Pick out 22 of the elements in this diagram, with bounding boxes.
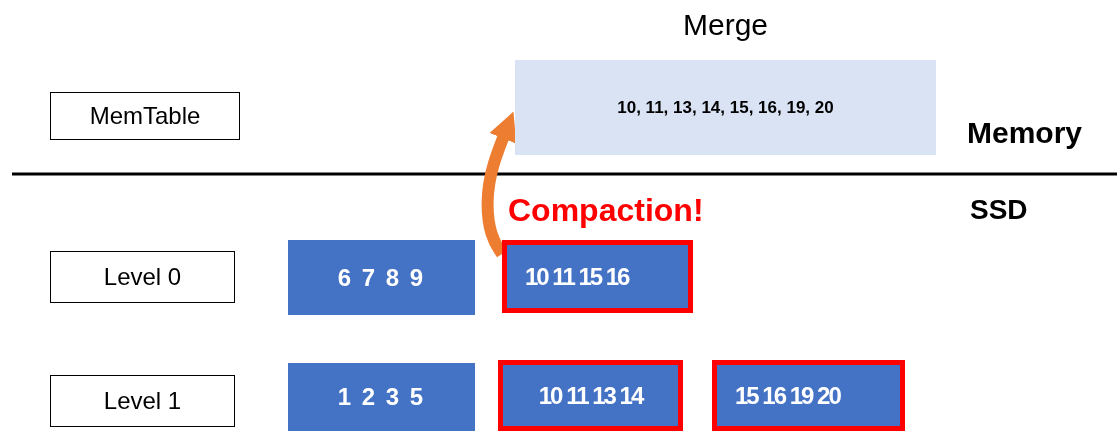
compaction-sstable-block (502, 240, 693, 313)
sstable-keys: 1 2 3 5 (337, 383, 426, 411)
level-label-box (50, 92, 240, 140)
sstable-block (288, 240, 475, 315)
merge-heading: Merge (683, 8, 768, 42)
sstable-keys: 15 16 19 20 (735, 381, 840, 410)
level-label-box (50, 375, 235, 427)
sorted-keys: 10, 11, 13, 14, 15, 16, 19, 20 (617, 97, 834, 118)
compaction-sstable-block (498, 360, 683, 431)
compaction-sstable-block (712, 360, 905, 431)
sstable-keys: 10 11 13 14 (538, 381, 643, 410)
compaction-label: Compaction! (508, 192, 704, 229)
sstable-block (288, 363, 475, 431)
sstable-keys: 10 11 15 16 (525, 262, 629, 291)
level-name: MemTable (89, 102, 201, 130)
curved-arrow (481, 111, 517, 258)
sstable-keys: 6 7 8 9 (337, 263, 426, 292)
level-label-box (50, 251, 235, 303)
level-name: Level 0 (103, 263, 182, 291)
ssd-label: SSD (970, 194, 1028, 226)
level-name: Level 1 (103, 387, 182, 415)
memory-label: Memory (967, 116, 1083, 150)
